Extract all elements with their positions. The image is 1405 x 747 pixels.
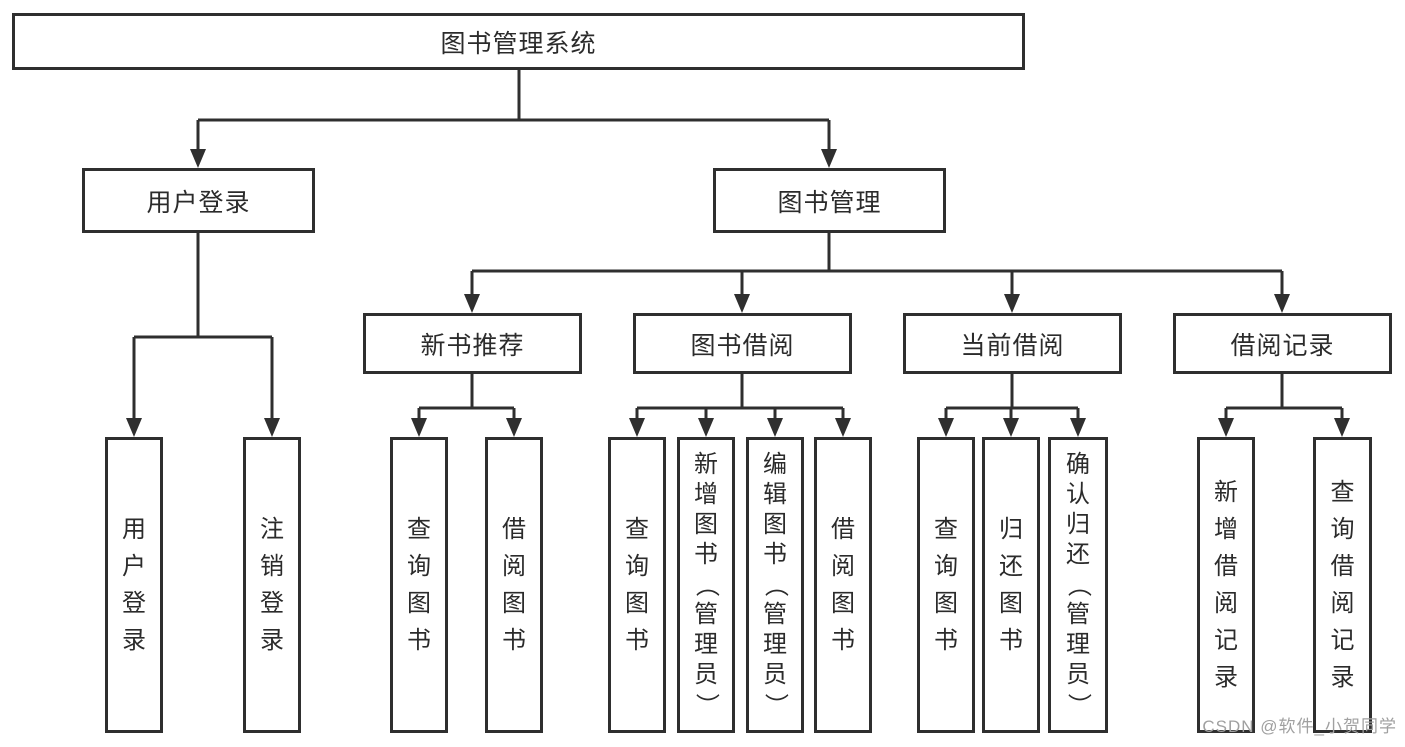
node-user-login-branch: 用户登录 xyxy=(82,168,315,233)
node-root-label: 图书管理系统 xyxy=(440,29,597,58)
node-new-book-recommend-label: 新书推荐 xyxy=(420,331,525,360)
node-book-management-label: 图书管理 xyxy=(777,188,882,217)
node-current-borrowing-label: 当前借阅 xyxy=(960,331,1065,360)
connector-records-to-leaves xyxy=(1218,374,1350,437)
leaf-current-confirm-return-admin-label: 确认归还（管理员） xyxy=(1065,451,1092,718)
node-new-book-recommend: 新书推荐 xyxy=(363,313,582,374)
leaf-current-return-books: 归还图书 xyxy=(982,437,1040,733)
leaf-logout: 注销登录 xyxy=(243,437,301,733)
leaf-user-login: 用户登录 xyxy=(105,437,163,733)
leaf-borrow-borrow-books-label: 借阅图书 xyxy=(831,515,855,654)
leaf-borrow-borrow-books: 借阅图书 xyxy=(814,437,872,733)
leaf-borrow-query-books: 查询图书 xyxy=(608,437,666,733)
leaf-user-login-label: 用户登录 xyxy=(122,515,146,654)
connector-root-to-level2 xyxy=(190,70,837,168)
leaf-current-return-books-label: 归还图书 xyxy=(999,515,1023,654)
leaf-current-confirm-return-admin: 确认归还（管理员） xyxy=(1048,437,1108,733)
leaf-borrow-edit-books-admin-label: 编辑图书（管理员） xyxy=(762,451,789,718)
connector-user-login-to-leaves xyxy=(126,233,280,437)
node-book-borrowing: 图书借阅 xyxy=(633,313,852,374)
connector-recommend-to-leaves xyxy=(411,374,522,437)
node-book-management: 图书管理 xyxy=(713,168,946,233)
leaf-records-query-record-label: 查询借阅记录 xyxy=(1330,478,1355,691)
leaf-recommend-query-books: 查询图书 xyxy=(390,437,448,733)
node-borrowing-records: 借阅记录 xyxy=(1173,313,1392,374)
node-book-borrowing-label: 图书借阅 xyxy=(690,331,795,360)
leaf-recommend-query-books-label: 查询图书 xyxy=(407,515,431,654)
leaf-records-query-record: 查询借阅记录 xyxy=(1313,437,1372,733)
node-root-library-system: 图书管理系统 xyxy=(12,13,1025,70)
leaf-recommend-borrow-books: 借阅图书 xyxy=(485,437,543,733)
leaf-records-add-record: 新增借阅记录 xyxy=(1197,437,1255,733)
leaf-borrow-edit-books-admin: 编辑图书（管理员） xyxy=(746,437,804,733)
connector-borrow-to-leaves xyxy=(629,374,851,437)
node-borrowing-records-label: 借阅记录 xyxy=(1230,331,1335,360)
connector-current-to-leaves xyxy=(938,374,1086,437)
leaf-records-add-record-label: 新增借阅记录 xyxy=(1214,478,1238,691)
leaf-logout-label: 注销登录 xyxy=(260,515,284,654)
connector-book-mgmt-to-level3 xyxy=(464,233,1290,313)
leaf-borrow-add-books-admin: 新增图书（管理员） xyxy=(677,437,735,733)
leaf-recommend-borrow-books-label: 借阅图书 xyxy=(502,515,526,654)
csdn-watermark: CSDN @软件_小贺同学 xyxy=(1202,717,1397,736)
leaf-borrow-query-books-label: 查询图书 xyxy=(625,515,649,654)
leaf-borrow-add-books-admin-label: 新增图书（管理员） xyxy=(693,451,720,718)
leaf-current-query-books: 查询图书 xyxy=(917,437,975,733)
node-current-borrowing: 当前借阅 xyxy=(903,313,1122,374)
node-user-login-branch-label: 用户登录 xyxy=(146,188,251,217)
leaf-current-query-books-label: 查询图书 xyxy=(934,515,958,654)
